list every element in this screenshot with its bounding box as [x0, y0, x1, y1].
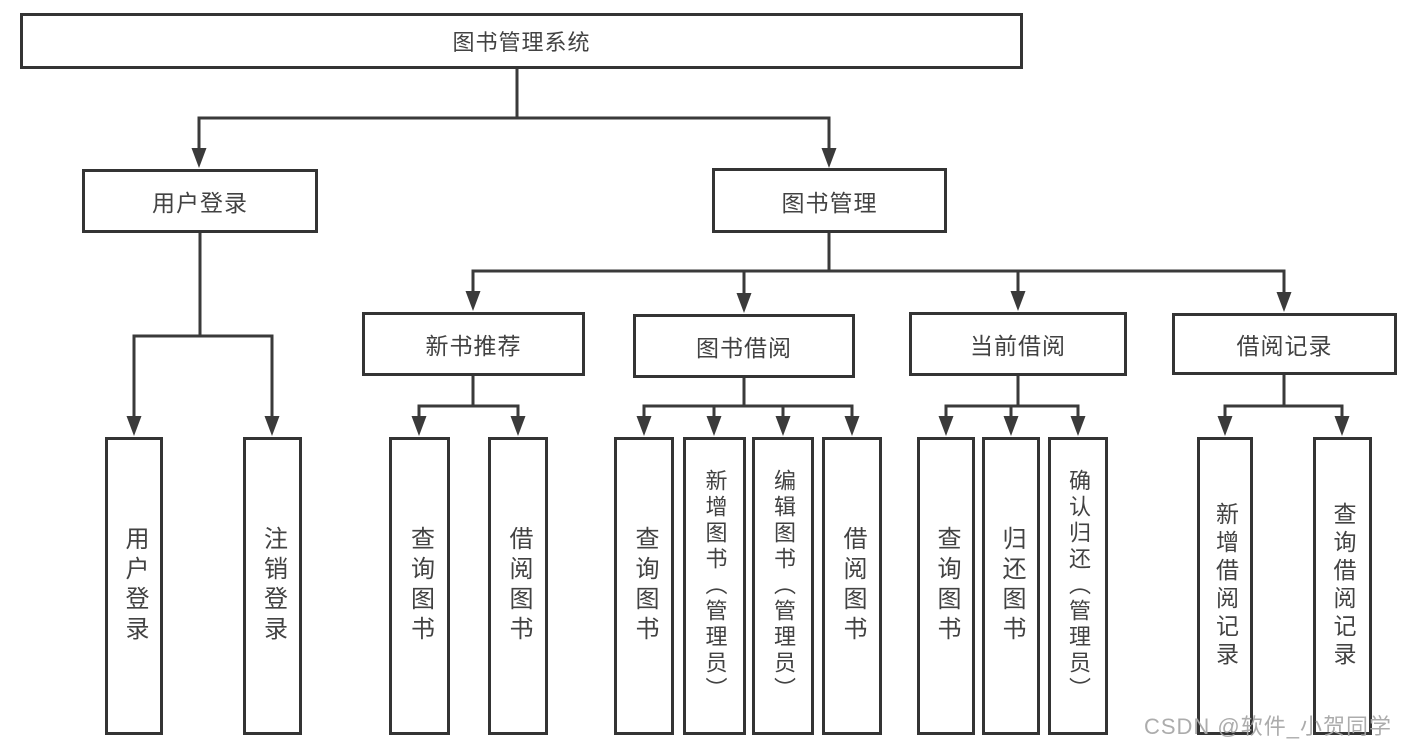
csdn-watermark: CSDN @软件_小贺同学 [1143, 714, 1392, 739]
node-book-borrow: 图书借阅 [633, 314, 855, 378]
leaf-label: 借阅图书 [505, 526, 532, 646]
leaf-label: 查询图书 [631, 526, 658, 646]
leaf-bookborrow-add-books-admin: 新增图书（管理员） [683, 437, 746, 735]
leaf-newbooks-query-books: 查询图书 [389, 437, 450, 735]
leaf-label: 归还图书 [998, 526, 1025, 646]
leaf-label: 新增借阅记录 [1212, 502, 1239, 670]
leaf-label: 确认归还（管理员） [1066, 469, 1091, 703]
leaf-label: 用户登录 [121, 526, 148, 646]
leaf-bookborrow-query-books: 查询图书 [614, 437, 674, 735]
node-user-login: 用户登录 [82, 169, 318, 233]
node-book-management: 图书管理 [712, 168, 947, 233]
leaf-bookborrow-edit-books-admin: 编辑图书（管理员） [752, 437, 814, 735]
leaf-label: 查询图书 [406, 526, 434, 646]
node-current-borrow: 当前借阅 [909, 312, 1127, 376]
leaf-label: 注销登录 [259, 526, 287, 646]
leaf-label: 新增图书（管理员） [702, 469, 728, 703]
leaf-label: 查询图书 [933, 526, 960, 646]
leaf-newbooks-borrow-books: 借阅图书 [488, 437, 548, 735]
leaf-records-add-record: 新增借阅记录 [1197, 437, 1253, 735]
leaf-records-query-record: 查询借阅记录 [1313, 437, 1372, 735]
leaf-bookborrow-borrow-books: 借阅图书 [822, 437, 882, 735]
node-borrow-records: 借阅记录 [1172, 313, 1397, 375]
leaf-label: 借阅图书 [839, 526, 866, 646]
leaf-current-return-books: 归还图书 [982, 437, 1040, 735]
node-library-system-root: 图书管理系统 [20, 13, 1023, 69]
leaf-current-query-books: 查询图书 [917, 437, 975, 735]
leaf-label: 查询借阅记录 [1330, 502, 1356, 670]
leaf-current-confirm-return-admin: 确认归还（管理员） [1048, 437, 1108, 735]
leaf-logout: 注销登录 [243, 437, 302, 735]
leaf-user-login: 用户登录 [105, 437, 163, 735]
leaf-label: 编辑图书（管理员） [771, 469, 796, 703]
node-new-book-recommend: 新书推荐 [362, 312, 585, 376]
